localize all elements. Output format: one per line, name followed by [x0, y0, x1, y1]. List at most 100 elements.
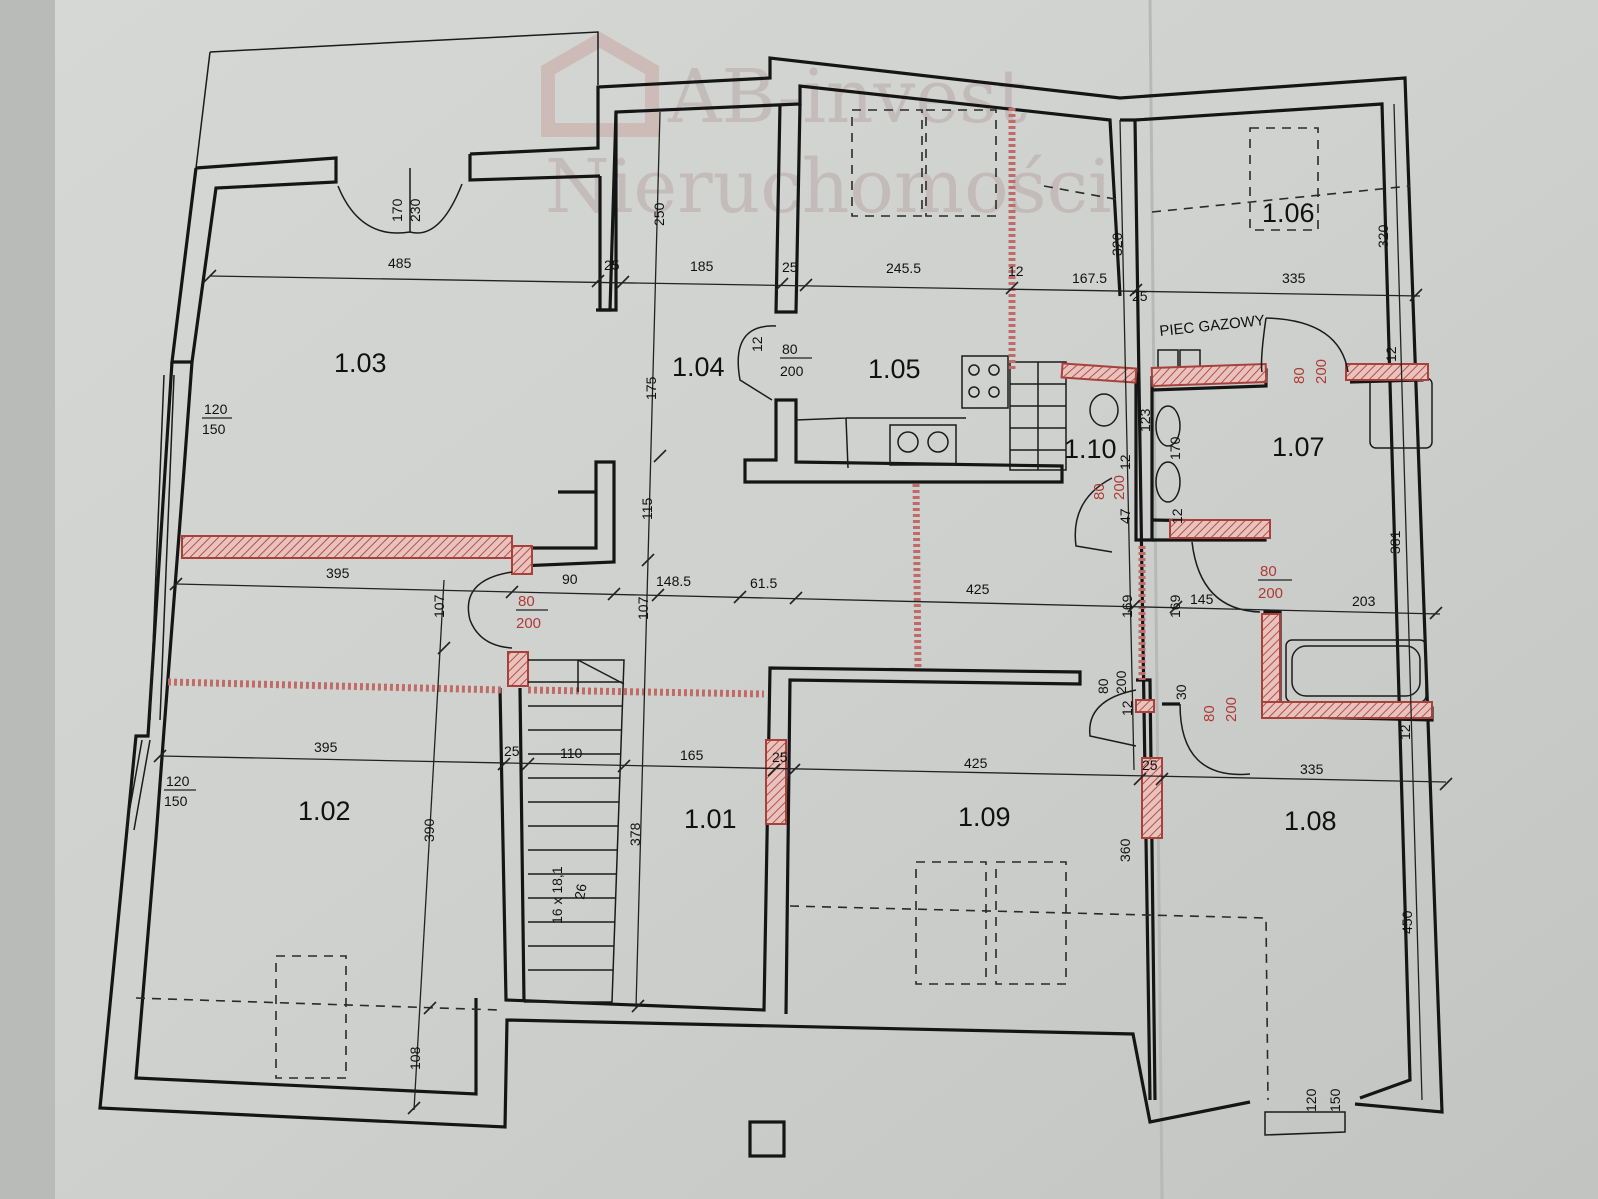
dim-v-22: 30	[1173, 684, 1189, 700]
dim-low-7: 335	[1300, 761, 1324, 777]
dim-low-6: 25	[1142, 757, 1158, 773]
dim-mid-4: 425	[966, 581, 990, 597]
door-104-width: 80	[782, 341, 798, 357]
annotations: PIEC GAZOWY 16 x 18,1 26	[549, 312, 1266, 924]
dim-v-14: 12	[1383, 346, 1399, 362]
room-102-label: 1.02	[298, 796, 351, 826]
dim-mid-1: 90	[562, 571, 578, 587]
dim-v-16: 12	[1117, 454, 1133, 470]
dim-low-4: 25	[772, 749, 788, 765]
sink-icon	[889, 424, 957, 466]
room-101-label: 1.01	[684, 804, 737, 834]
dim-mid-7: 145	[1190, 591, 1214, 607]
dim-v-11: 381	[1387, 530, 1403, 554]
dim-mid-0: 395	[326, 565, 350, 581]
room-103-label: 1.03	[334, 348, 387, 378]
door-109-height: 200	[1113, 670, 1129, 694]
dim-top-8: 335	[1282, 270, 1306, 286]
watermark-line2: Nieruchomości	[545, 144, 1112, 230]
door-104-height: 200	[780, 363, 804, 379]
house-logo-icon	[541, 31, 659, 137]
stairs-tread-label: 26	[571, 882, 589, 900]
dim-v-7: 378	[627, 822, 643, 846]
dim-v-12: 450	[1399, 910, 1415, 934]
dim-v-15: 12	[1397, 724, 1413, 740]
window-103-height: 150	[202, 421, 226, 437]
dim-top-2: 185	[690, 258, 714, 274]
dim-v-13: 12	[749, 336, 765, 352]
dim-v-10: 320	[1375, 224, 1391, 248]
staircase	[524, 659, 625, 1003]
page-fold	[1148, 0, 1164, 1199]
dim-mid-6: 169	[1167, 594, 1183, 618]
door-110-width: 80	[1091, 483, 1108, 500]
room-105-label: 1.05	[868, 354, 921, 384]
window-102-width: 120	[166, 773, 190, 789]
door-109-width: 80	[1095, 678, 1111, 694]
window-102-height: 150	[164, 793, 188, 809]
dim-v-17: 12	[1119, 700, 1135, 716]
door-swings	[337, 168, 1349, 776]
dim-mid-3: 61.5	[750, 575, 777, 591]
dim-top-6: 167.5	[1072, 270, 1107, 286]
dim-v-8: 360	[1117, 838, 1133, 862]
entrance-width: 170	[389, 198, 405, 222]
room-109-label: 1.09	[958, 802, 1011, 832]
stairs-label: 16 x 18,1	[549, 866, 565, 924]
dim-low-3: 165	[680, 747, 704, 763]
cabinet-grid-icon	[1009, 361, 1067, 471]
dimension-text: 485 25 185 25 245.5 12 167.5 25 335 395 …	[314, 198, 1415, 1070]
dimension-lines	[153, 103, 1453, 1115]
binding-shadow	[0, 0, 55, 1199]
dim-low-5: 425	[964, 755, 988, 771]
dim-v-21: 12	[1169, 508, 1185, 524]
window-108-height: 150	[1327, 1088, 1343, 1112]
toilet-2-icon	[1155, 461, 1181, 503]
dashed-elements	[135, 109, 1411, 1101]
entrance-height: 230	[407, 198, 423, 222]
window-108-width: 120	[1303, 1088, 1319, 1112]
dim-v-5: 390	[421, 818, 437, 842]
dim-mid-8: 203	[1352, 593, 1376, 609]
door-108-height: 200	[1223, 697, 1240, 722]
outer-walls	[98, 31, 1444, 1136]
room-106-label: 1.06	[1262, 198, 1315, 228]
room-108-label: 1.08	[1284, 806, 1337, 836]
door-107b-height: 200	[1258, 585, 1283, 602]
dim-v-1: 175	[643, 376, 659, 400]
toilet-icon	[1155, 405, 1181, 447]
room-110-label: 1.10	[1064, 434, 1117, 464]
window-103-width: 120	[204, 401, 228, 417]
door-107a-height: 200	[1313, 359, 1330, 384]
dim-v-3: 107	[431, 594, 447, 618]
room-labels: 1.03 1.04 1.05 1.06 1.07 1.10 1.02 1.01 …	[298, 198, 1337, 836]
dim-v-9: 320	[1109, 232, 1125, 256]
door-107a-width: 80	[1291, 367, 1308, 384]
dim-v-2: 115	[639, 497, 655, 520]
dim-low-1: 25	[504, 743, 520, 759]
dim-v-19: 123	[1137, 408, 1153, 432]
opening-labels: 120 150 120 150 120 150 80 200 80 200 80…	[164, 341, 1343, 1112]
new-walls	[167, 108, 1433, 839]
dim-top-4: 245.5	[886, 260, 921, 276]
door-110-height: 200	[1111, 475, 1128, 500]
chimney-icon	[748, 1120, 786, 1158]
room-107-label: 1.07	[1272, 432, 1325, 462]
washbasin-icon	[1089, 393, 1119, 427]
door-108-width: 80	[1201, 705, 1218, 722]
dim-v-18: 47	[1117, 508, 1133, 524]
dim-top-3: 25	[782, 259, 798, 275]
dim-top-0: 485	[388, 255, 412, 271]
stove-icon	[961, 355, 1009, 409]
dim-low-2: 110	[560, 745, 583, 761]
dim-top-7: 25	[1132, 288, 1148, 304]
door-hall-height: 200	[516, 615, 541, 632]
dim-low-0: 395	[314, 739, 338, 755]
dim-top-1: 25	[604, 257, 620, 273]
door-hall-width: 80	[518, 593, 535, 610]
dim-v-4: 107	[635, 596, 651, 620]
dim-top-5: 12	[1008, 263, 1024, 279]
dim-mid-2: 148.5	[656, 573, 691, 589]
